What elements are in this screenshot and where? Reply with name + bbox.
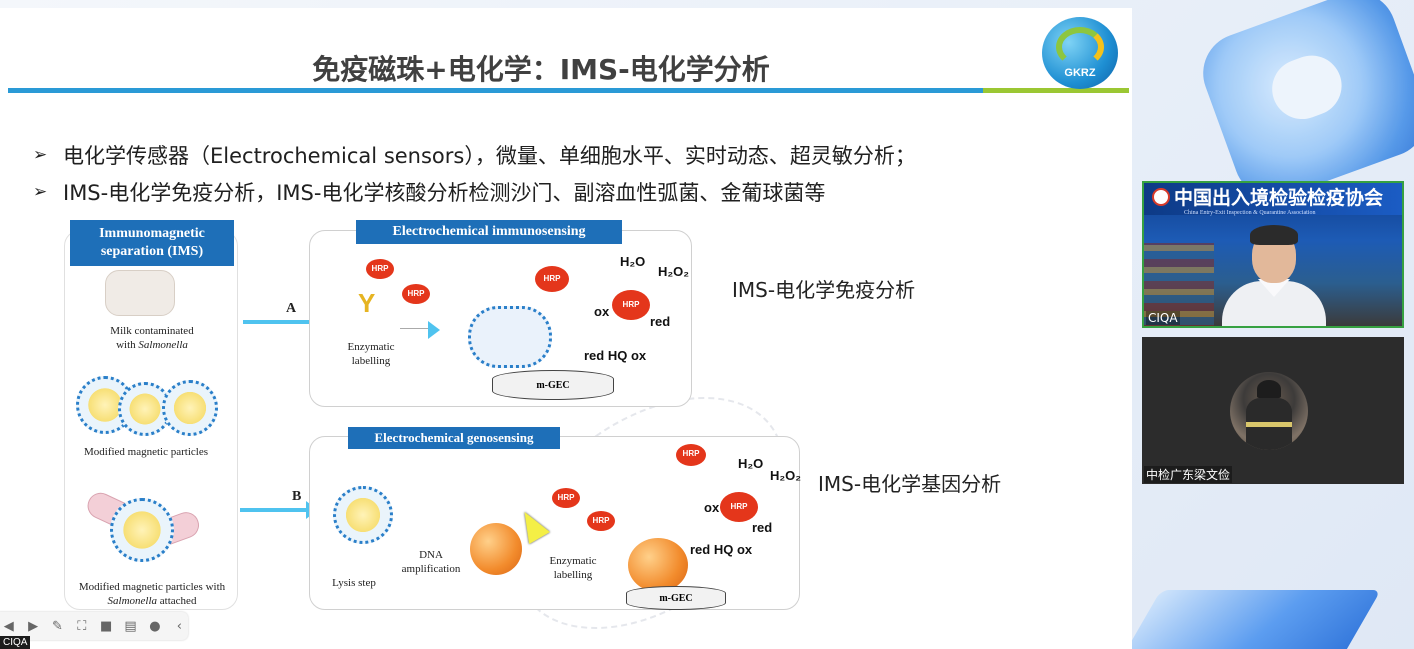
- hrp-label: HRP: [366, 259, 394, 279]
- participant-name: CIQA: [1146, 311, 1180, 325]
- red-label: red: [650, 314, 671, 329]
- comment-icon[interactable]: ▤: [124, 618, 137, 634]
- m-gec-electrode: m-GEC: [626, 586, 726, 610]
- slide-title: 免疫磁珠+电化学：IMS-电化学分析: [312, 53, 770, 86]
- lysis-particle: [333, 486, 393, 544]
- h2o-label: H₂O: [620, 254, 646, 269]
- enzymatic-caption: Enzymatic labelling: [540, 554, 606, 582]
- participant-name: 中检广东梁文俭: [1144, 466, 1233, 483]
- caption-line: labelling: [553, 569, 593, 581]
- caption-line: DNA: [419, 549, 443, 561]
- video-tile-ciqa[interactable]: 中国出入境检验检疫协会 China Entry-Exit Inspection …: [1142, 181, 1404, 328]
- red-label: red: [752, 520, 773, 535]
- hrp-label: HRP: [535, 266, 569, 292]
- caption-text: with: [116, 339, 139, 351]
- caption-text: attached: [157, 595, 197, 607]
- caption-line: Enzymatic: [549, 555, 597, 567]
- presentation-slide: 免疫磁珠+电化学：IMS-电化学分析 GKRZ ➢ 电化学传感器（Electro…: [0, 8, 1132, 649]
- magnetic-bead: [470, 523, 522, 575]
- hrp-label: HRP: [612, 290, 650, 320]
- bullet-text: IMS-电化学免疫分析，IMS-电化学核酸分析检测沙门、副溶血性弧菌、金葡球菌等: [63, 180, 826, 205]
- caption-line: Enzymatic: [347, 341, 395, 353]
- arrow-b-label: B: [292, 489, 302, 504]
- caption-line: Salmonella attached: [60, 594, 244, 608]
- genosensing-header: Electrochemical genosensing: [348, 427, 560, 449]
- bullet-arrow-icon: ➢: [33, 144, 48, 165]
- enzymatic-caption: Enzymatic labelling: [336, 340, 406, 368]
- h2o2-label: H₂O₂: [770, 468, 802, 483]
- hrp-label: HRP: [402, 284, 430, 304]
- bacteria-complex: [468, 306, 552, 368]
- ox-label: ox: [594, 304, 610, 319]
- shipping-containers-background: [1144, 243, 1214, 326]
- h2o-label: H₂O: [738, 456, 764, 471]
- ims-header-line: Immunomagnetic: [99, 226, 205, 241]
- logo-text: GKRZ: [1064, 67, 1096, 79]
- avatar-helmet: [1257, 380, 1281, 398]
- labelling-arrow: [400, 321, 440, 339]
- title-underline: [8, 88, 983, 93]
- hrp-label: HRP: [720, 492, 758, 522]
- attached-particle-cluster: [110, 498, 174, 562]
- ims-header: Immunomagnetic separation (IMS): [70, 220, 234, 266]
- fit-screen-icon[interactable]: ⛶: [77, 618, 87, 634]
- pen-icon[interactable]: ✎: [51, 618, 63, 634]
- caption-italic: Salmonella: [138, 339, 188, 351]
- caption-line: Milk contaminated: [110, 325, 194, 337]
- arrow-a-label: A: [286, 301, 297, 316]
- bullet-item: ➢ 电化学传感器（Electrochemical sensors），微量、单细胞…: [33, 136, 916, 173]
- org-banner: 中国出入境检验检疫协会: [1144, 183, 1402, 215]
- arrow-b: [240, 501, 318, 519]
- hrp-label: HRP: [552, 488, 580, 508]
- speaker-video: [1214, 221, 1334, 326]
- red-hq-ox-label: red HQ ox: [584, 348, 647, 363]
- red-hq-ox-label: red HQ ox: [690, 542, 753, 557]
- play-icon[interactable]: ▶: [28, 618, 39, 634]
- bullet-arrow-icon: ➢: [33, 181, 48, 202]
- bullet-text: 电化学传感器（Electrochemical sensors），微量、单细胞水平…: [63, 143, 916, 168]
- caption-line: with Salmonella: [72, 338, 232, 352]
- ciqa-emblem-icon: [1152, 188, 1170, 206]
- m-gec-electrode: m-GEC: [492, 370, 614, 400]
- org-subtitle: China Entry-Exit Inspection & Quarantine…: [1184, 210, 1316, 216]
- bullet-list: ➢ 电化学传感器（Electrochemical sensors），微量、单细胞…: [33, 136, 916, 210]
- h2o2-label: H₂O₂: [658, 264, 690, 279]
- gene-analysis-label: IMS-电化学基因分析: [818, 472, 1002, 496]
- gkrz-logo: GKRZ: [1042, 17, 1118, 89]
- bullet-item: ➢ IMS-电化学免疫分析，IMS-电化学核酸分析检测沙门、副溶血性弧菌、金葡球…: [33, 173, 916, 210]
- magnetic-particle-cluster: [162, 380, 218, 436]
- milk-bacteria-illustration: [105, 270, 175, 316]
- lysis-caption: Lysis step: [332, 577, 376, 589]
- antibody-icon: Y: [358, 288, 376, 318]
- avatar-stripe: [1246, 422, 1292, 427]
- magnetic-particle-cluster: [118, 382, 172, 436]
- more-icon[interactable]: ●: [149, 618, 161, 634]
- modified-particles-caption: Modified magnetic particles: [83, 446, 208, 458]
- presentation-toolbar: ◀ ▶ ✎ ⛶ ■ ▤ ● ‹: [0, 612, 188, 640]
- logo-swirl-icon: [1056, 27, 1104, 67]
- prev-icon[interactable]: ◀: [3, 618, 14, 634]
- speaker-hair: [1250, 225, 1298, 245]
- caption-italic: Salmonella: [107, 595, 158, 607]
- caption-line: amplification: [401, 563, 461, 575]
- hrp-label: HRP: [587, 511, 615, 531]
- immuno-analysis-label: IMS-电化学免疫分析: [732, 278, 916, 302]
- milk-caption: Milk contaminated with Salmonella: [72, 324, 232, 352]
- ims-header-line: separation (IMS): [100, 244, 204, 259]
- attached-caption: Modified magnetic particles with Salmone…: [60, 580, 244, 608]
- hrp-label: HRP: [676, 444, 706, 466]
- collapse-icon[interactable]: ‹: [176, 618, 182, 634]
- camera-icon[interactable]: ■: [100, 618, 113, 634]
- avatar: [1230, 372, 1308, 450]
- video-tile-participant[interactable]: 中检广东梁文俭: [1142, 337, 1404, 484]
- caption-line: labelling: [351, 355, 391, 367]
- caption-line: Modified magnetic particles with: [78, 581, 226, 593]
- immunosensing-header: Electrochemical immunosensing: [356, 220, 622, 244]
- presenter-label: CIQA: [0, 636, 31, 649]
- title-underline-accent: [983, 88, 1129, 93]
- magnetic-bead: [628, 538, 688, 592]
- dna-caption: DNA amplification: [396, 548, 466, 576]
- ox-label: ox: [704, 500, 720, 515]
